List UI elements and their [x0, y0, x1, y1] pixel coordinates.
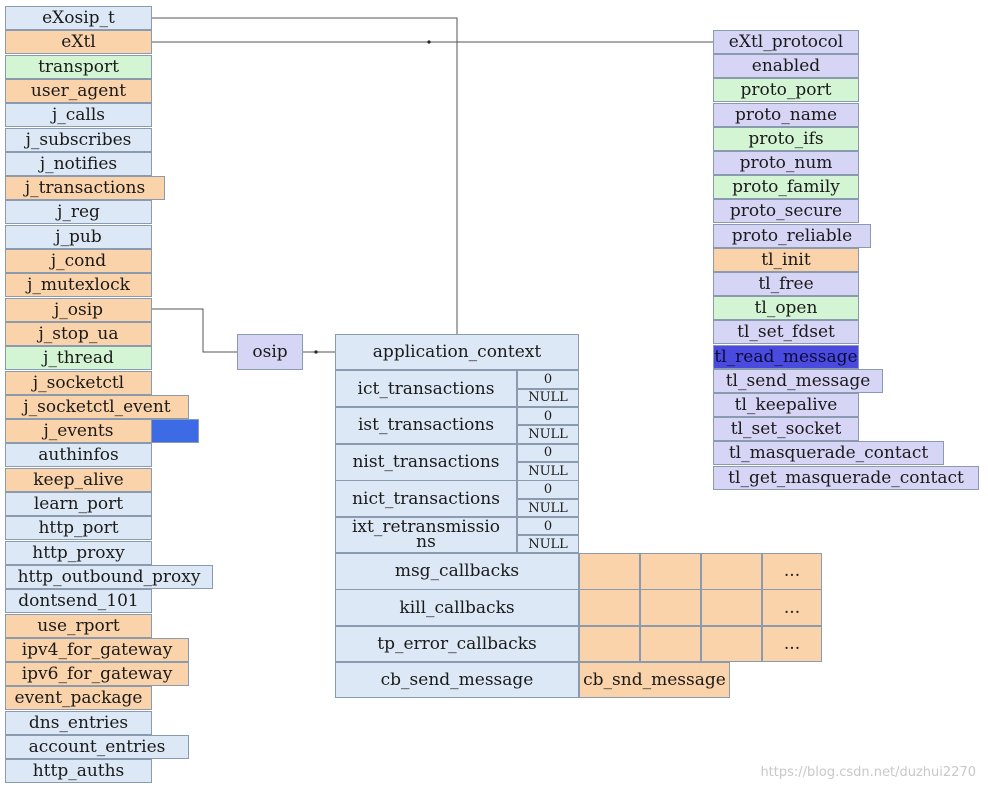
exosip-field-http-proxy: http_proxy — [5, 540, 152, 565]
callback-array-slot — [640, 553, 701, 590]
connector-dot-extl — [427, 40, 431, 44]
ixt-retransmissions-line1: ixt_retransmissio — [352, 517, 500, 537]
exosip-field-use-rport: use_rport — [5, 613, 152, 638]
extl-field-proto-family: proto_family — [713, 175, 859, 200]
ixt-retransmissions-line2: ns — [416, 532, 436, 552]
exosip-field-dns-entries: dns_entries — [5, 710, 152, 735]
exosip-field-j-events: j_events — [5, 419, 152, 444]
ixt-null-cell: NULL — [517, 535, 579, 553]
extl-field-tl-get-masquerade-contact: tl_get_masquerade_contact — [713, 465, 979, 490]
transaction-zero-cell: 0 — [517, 443, 579, 462]
j-events-pointer-box — [151, 419, 199, 443]
exosip-field-j-pub: j_pub — [5, 224, 152, 249]
exosip-field-transport: transport — [5, 54, 152, 79]
exosip-field-http-auths: http_auths — [5, 759, 152, 784]
exosip-field-j-osip: j_osip — [5, 297, 152, 322]
transaction-null-cell: NULL — [517, 425, 579, 444]
extl-field-tl-send-message: tl_send_message — [713, 368, 883, 393]
exosip-field-http-port: http_port — [5, 516, 152, 541]
exosip-field-http-outbound-proxy: http_outbound_proxy — [5, 564, 213, 589]
extl-field-tl-read-message: tl_read_message — [713, 344, 859, 369]
exosip-field-dontsend-101: dontsend_101 — [5, 589, 152, 614]
extl-field-tl-set-socket: tl_set_socket — [713, 417, 859, 442]
callback-array-slot — [701, 589, 762, 626]
extl-field-tl-open: tl_open — [713, 296, 859, 321]
ixt-zero-cell: 0 — [517, 517, 579, 535]
callback-array-ellipsis: ... — [762, 625, 822, 663]
exosip-field-extl: eXtl — [5, 30, 152, 55]
connector-dot-osip — [314, 350, 318, 354]
extl-field-extl-protocol: eXtl_protocol — [713, 30, 859, 54]
exosip-field-j-socketctl: j_socketctl — [5, 370, 152, 395]
transaction-null-cell: NULL — [517, 462, 579, 481]
extl-field-tl-init: tl_init — [713, 247, 859, 272]
ixt-retransmissions-cell: ixt_retransmissio ns — [335, 517, 517, 553]
exosip-field-keep-alive: keep_alive — [5, 467, 152, 492]
exosip-field-learn-port: learn_port — [5, 492, 152, 516]
exosip-field-j-socketctl-event: j_socketctl_event — [5, 394, 189, 419]
osip-box: osip — [237, 334, 303, 370]
extl-field-proto-ifs: proto_ifs — [713, 126, 859, 151]
exosip-field-authinfos: authinfos — [5, 443, 152, 468]
transaction-zero-cell: 0 — [517, 370, 579, 389]
transaction-null-cell: NULL — [517, 388, 579, 407]
transaction-label-ist-transactions: ist_transactions — [335, 406, 517, 444]
extl-field-proto-reliable: proto_reliable — [713, 223, 871, 248]
extl-field-tl-masquerade-contact: tl_masquerade_contact — [713, 441, 944, 466]
transaction-zero-cell: 0 — [517, 406, 579, 426]
exosip-field-ipv4-for-gateway: ipv4_for_gateway — [5, 637, 189, 662]
exosip-field-j-transactions: j_transactions — [5, 176, 165, 201]
exosip-field-event-package: event_package — [5, 686, 152, 711]
transaction-label-nict-transactions: nict_transactions — [335, 480, 517, 518]
transaction-null-cell: NULL — [517, 498, 579, 518]
callback-array-slot — [579, 553, 640, 590]
exosip-field-j-cond: j_cond — [5, 249, 152, 273]
extl-field-proto-port: proto_port — [713, 78, 859, 103]
extl-field-tl-free: tl_free — [713, 272, 859, 296]
cb-send-message-cell: cb_send_message — [335, 662, 579, 698]
callback-array-ellipsis: ... — [762, 589, 822, 626]
exosip-field-ipv6-for-gateway: ipv6_for_gateway — [5, 662, 189, 687]
connector-josip-to-osip — [152, 308, 238, 353]
exosip-field-j-mutexlock: j_mutexlock — [5, 273, 152, 298]
callback-label-msg-callbacks: msg_callbacks — [335, 553, 579, 590]
connector-exosip-to-app — [152, 17, 458, 335]
extl-field-enabled: enabled — [713, 54, 859, 79]
exosip-field-account-entries: account_entries — [5, 735, 189, 759]
callback-array-slot — [640, 625, 701, 663]
callback-array-slot — [701, 553, 762, 590]
extl-field-tl-keepalive: tl_keepalive — [713, 393, 859, 417]
application-context-header: application_context — [335, 334, 579, 370]
exosip-field-j-thread: j_thread — [5, 346, 152, 371]
exosip-field-j-calls: j_calls — [5, 103, 152, 128]
callback-array-slot — [701, 625, 762, 663]
exosip-field-j-subscribes: j_subscribes — [5, 127, 152, 152]
callback-label-kill-callbacks: kill_callbacks — [335, 589, 579, 626]
exosip-field-user-agent: user_agent — [5, 78, 152, 103]
transaction-label-ict-transactions: ict_transactions — [335, 370, 517, 407]
transaction-label-nist-transactions: nist_transactions — [335, 443, 517, 481]
extl-field-proto-name: proto_name — [713, 102, 859, 127]
callback-array-slot — [579, 625, 640, 663]
exosip-field-exosip-t: eXosip_t — [5, 6, 152, 30]
exosip-field-j-reg: j_reg — [5, 200, 152, 225]
extl-field-proto-num: proto_num — [713, 151, 859, 175]
transaction-zero-cell: 0 — [517, 480, 579, 499]
cb-snd-message-cell: cb_snd_message — [579, 662, 730, 698]
extl-field-proto-secure: proto_secure — [713, 199, 859, 224]
exosip-field-j-stop-ua: j_stop_ua — [5, 321, 152, 346]
watermark: https://blog.csdn.net/duzhui2270 — [760, 765, 976, 780]
exosip-field-j-notifies: j_notifies — [5, 151, 152, 176]
callback-array-slot — [640, 589, 701, 626]
callback-array-ellipsis: ... — [762, 553, 822, 590]
extl-field-tl-set-fdset: tl_set_fdset — [713, 320, 859, 345]
callback-label-tp-error-callbacks: tp_error_callbacks — [335, 625, 579, 663]
callback-array-slot — [579, 589, 640, 626]
